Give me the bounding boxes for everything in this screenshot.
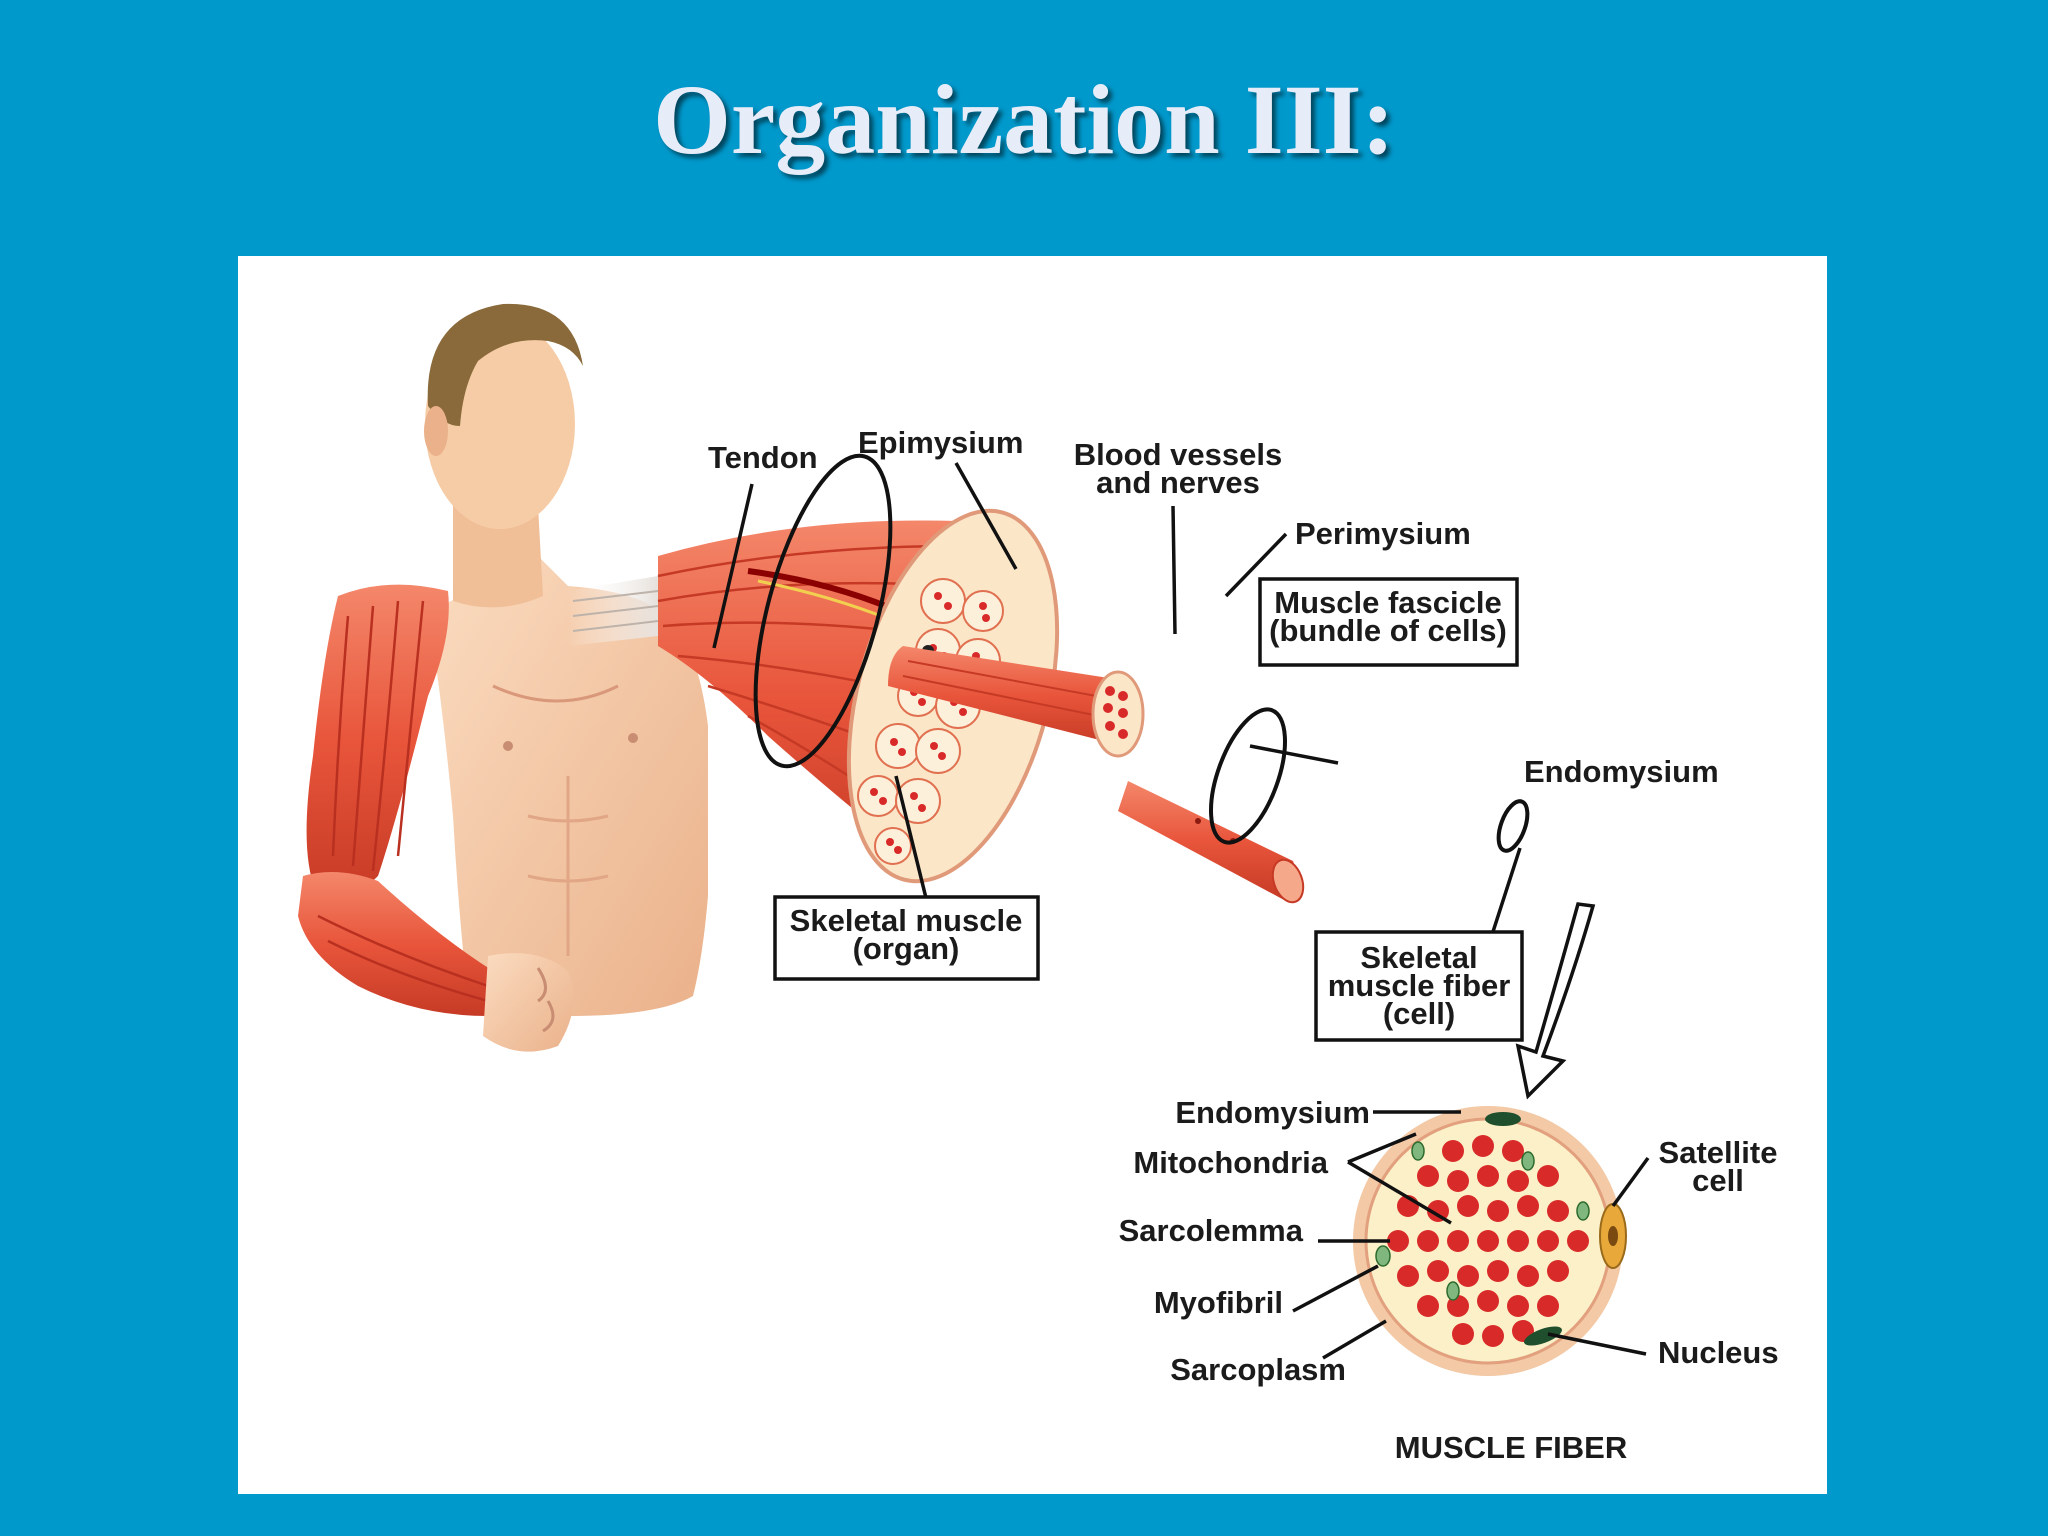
arm-striations	[317, 600, 489, 1003]
upper-arm-muscle	[306, 584, 449, 899]
zoom-arrow	[1515, 902, 1596, 1100]
label-skeletal-muscle-1: Skeletal muscle	[790, 903, 1023, 938]
nipple	[503, 741, 513, 751]
label-satellite-2: cell	[1692, 1163, 1744, 1198]
label-sarcoplasm: Sarcoplasm	[1170, 1352, 1346, 1387]
nucleus-illustration	[1485, 1112, 1521, 1126]
label-satellite-1: Satellite	[1659, 1135, 1778, 1170]
fascicle-label-box	[1258, 577, 1519, 667]
muscle-organization-diagram: Tendon Epimysium Blood vessels and nerve…	[298, 303, 1779, 1465]
human-figure-illustration	[298, 303, 708, 1052]
label-fascicle-2: (bundle of cells)	[1269, 613, 1507, 648]
label-endomysium: Endomysium	[1524, 754, 1719, 789]
slide-title: Organization III:	[653, 64, 1395, 175]
chest-line	[492, 684, 619, 703]
nipple-2	[628, 733, 638, 743]
skeletal-muscle-label-box	[773, 895, 1040, 981]
hair	[427, 303, 583, 426]
label-perimysium: Perimysium	[1295, 516, 1471, 551]
fist-fingers	[536, 967, 555, 1033]
label-fascicle-1: Muscle fascicle	[1274, 585, 1501, 620]
figure-panel: Tendon Epimysium Blood vessels and nerve…	[238, 256, 1827, 1494]
tendon-illustration	[568, 576, 659, 646]
muscle-fiber-illustration	[1118, 781, 1305, 904]
label-fiber-3: (cell)	[1383, 996, 1455, 1031]
ear	[424, 406, 448, 456]
label-fiber-1: Skeletal	[1360, 940, 1477, 975]
label-sarcolemma: Sarcolemma	[1119, 1213, 1304, 1248]
label-skeletal-muscle-2: (organ)	[853, 931, 960, 966]
leader-lines	[712, 462, 1650, 1360]
label-blood-vessels-2: and nerves	[1096, 465, 1260, 500]
muscle-fascicle-illustration	[888, 646, 1145, 758]
label-nucleus: Nucleus	[1658, 1335, 1779, 1370]
label-tendon: Tendon	[708, 440, 818, 475]
label-fiber-2: muscle fiber	[1328, 968, 1511, 1003]
label-muscle-fiber-caption: MUSCLE FIBER	[1395, 1430, 1628, 1465]
abs	[527, 776, 609, 956]
fist	[483, 953, 574, 1052]
label-endomysium-2: Endomysium	[1175, 1095, 1370, 1130]
forearm-muscle	[298, 872, 493, 1016]
diagram-labels: Tendon Epimysium Blood vessels and nerve…	[708, 425, 1779, 1465]
label-mitochondria: Mitochondria	[1133, 1145, 1328, 1180]
label-blood-vessels-1: Blood vessels	[1074, 437, 1282, 472]
label-myofibril: Myofibril	[1154, 1285, 1283, 1320]
label-epimysium: Epimysium	[858, 425, 1023, 460]
fiber-cross-section-illustration	[1353, 1106, 1627, 1376]
grouping-ellipses	[753, 453, 1530, 853]
neck	[453, 506, 543, 608]
fiber-label-box	[1314, 930, 1524, 1042]
